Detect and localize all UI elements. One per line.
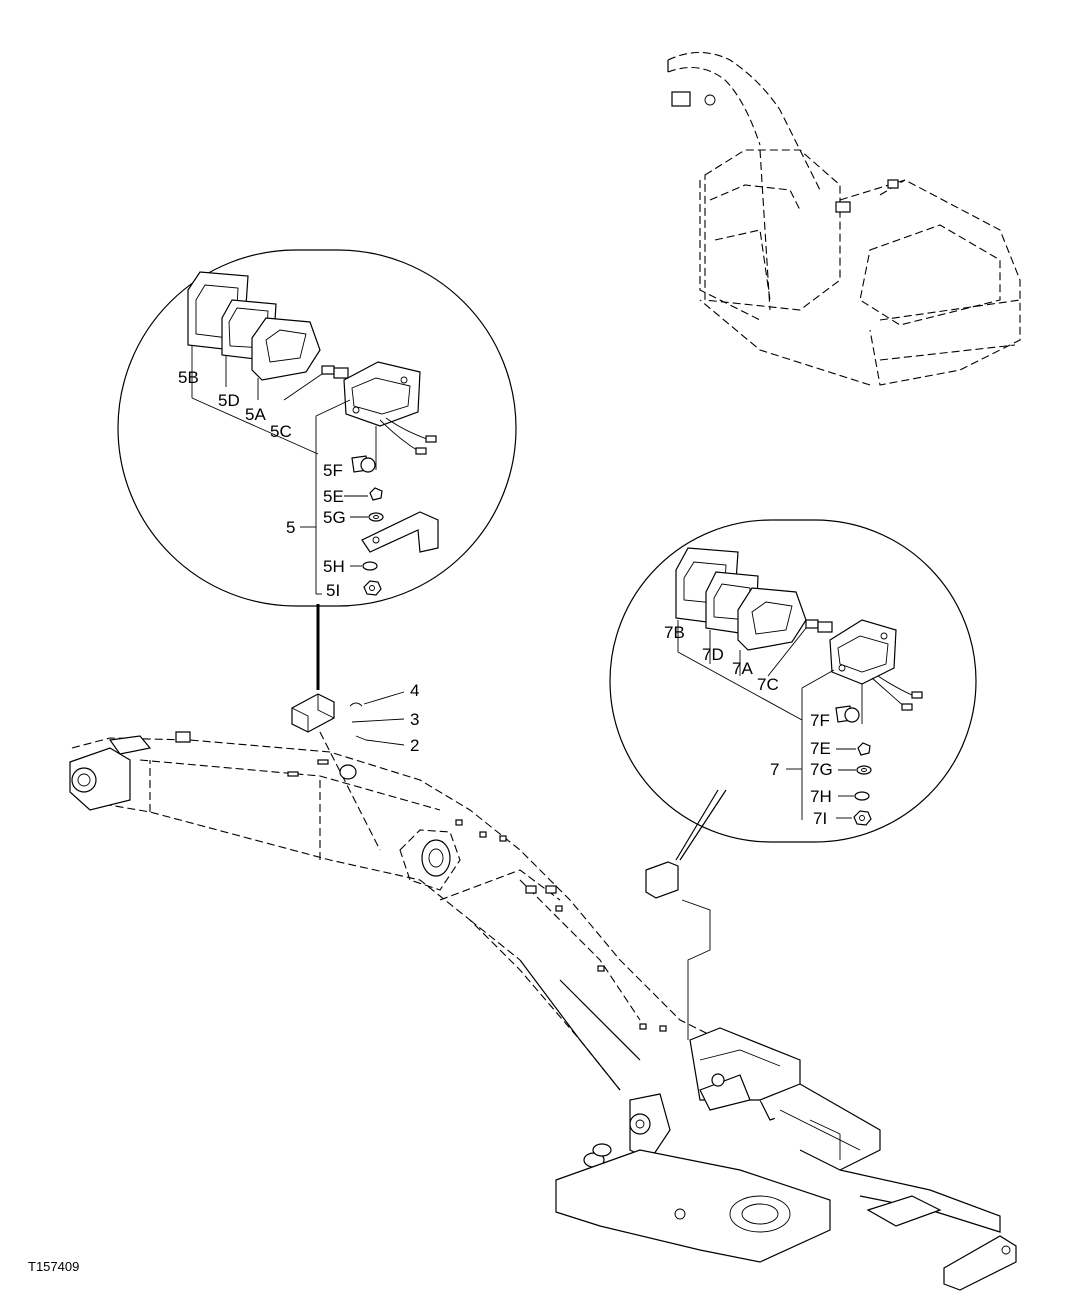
callout-7d: 7D bbox=[702, 645, 724, 664]
callout-7h: 7H bbox=[810, 787, 832, 806]
callout-5a: 5A bbox=[245, 405, 266, 424]
callout-5c: 5C bbox=[270, 422, 292, 441]
callout-5g: 5G bbox=[323, 508, 346, 527]
callout-5d: 5D bbox=[218, 391, 240, 410]
callout-7c: 7C bbox=[757, 675, 779, 694]
callout-5h: 5H bbox=[323, 557, 345, 576]
callout-2: 2 bbox=[410, 736, 419, 755]
callout-7f: 7F bbox=[810, 711, 830, 730]
figure-id: T157409 bbox=[28, 1259, 79, 1274]
machine-overview bbox=[667, 52, 1021, 386]
detail-bubble-7: 7B 7D 7A 7C 7F 7E 7 7G 7H 7I bbox=[609, 519, 977, 861]
callout-7b: 7B bbox=[664, 623, 685, 642]
callout-5b: 5B bbox=[178, 368, 199, 387]
boom-light-callouts: 4 3 2 bbox=[291, 681, 419, 851]
detail-bubble-5: 5B 5D 5A 5C 5F 5E 5 5G 5H 5I bbox=[117, 249, 517, 690]
callout-5f: 5F bbox=[323, 461, 343, 480]
callout-7: 7 bbox=[770, 760, 779, 779]
boom-and-frame bbox=[69, 731, 1017, 1291]
callout-7e: 7E bbox=[810, 739, 831, 758]
callout-5i: 5I bbox=[326, 581, 340, 600]
callout-5: 5 bbox=[286, 518, 295, 537]
callout-5e: 5E bbox=[323, 487, 344, 506]
callout-3: 3 bbox=[410, 710, 419, 729]
callout-7g: 7G bbox=[810, 760, 833, 779]
callout-4: 4 bbox=[410, 681, 419, 700]
callout-7i: 7I bbox=[813, 809, 827, 828]
callout-7a: 7A bbox=[732, 659, 753, 678]
